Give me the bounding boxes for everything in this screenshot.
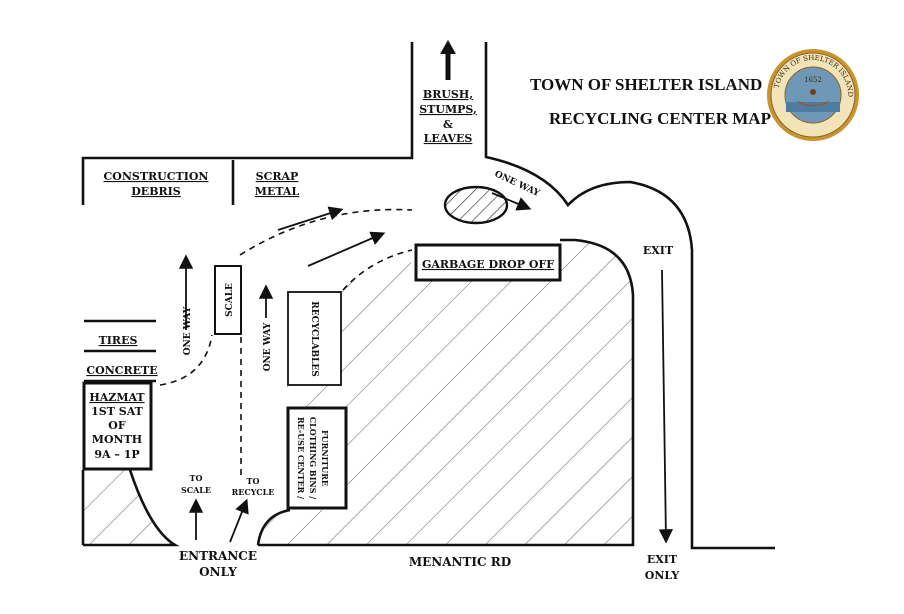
hazmat-label-5: 9A – 1P: [94, 448, 139, 461]
hatched-corner-area: [83, 470, 175, 545]
construction-label-2: DEBRIS: [131, 185, 181, 198]
map-title-line1: TOWN OF SHELTER ISLAND: [530, 75, 762, 94]
brush-label-1: BRUSH,: [423, 88, 473, 101]
hazmat-label-1: HAZMAT: [89, 391, 145, 404]
hazmat-label-4: MONTH: [92, 433, 142, 446]
garbage-drop-off-box: [414, 243, 562, 282]
site-walls: [81, 42, 775, 550]
entrance-label-1: ENTRANCE: [179, 549, 257, 563]
traffic-arrows: [178, 192, 674, 544]
exit-only-label-2: ONLY: [645, 569, 680, 582]
recyclables-label: RECYCLABLES: [309, 301, 319, 377]
hatched-yard-area: [258, 240, 633, 545]
brush-label-4: LEAVES: [424, 132, 473, 145]
scrap-label-2: METAL: [255, 185, 300, 198]
seal-year: 1652: [804, 76, 822, 84]
to-scale-label-1: TO: [190, 473, 203, 483]
concrete-label: CONCRETE: [86, 364, 157, 377]
hazmat-box: [82, 381, 153, 471]
exit-label: EXIT: [643, 244, 674, 257]
brush-label-3: &: [443, 118, 453, 131]
map-title-line2: RECYCLING CENTER MAP: [549, 109, 771, 128]
to-scale-label-2: SCALE: [181, 485, 211, 495]
one-way-label-mid: ONE WAY: [263, 322, 273, 371]
tires-label: TIRES: [99, 334, 138, 347]
to-recycle-label-1: TO: [247, 476, 260, 486]
garbage-drop-off-label: GARBAGE DROP OFF: [422, 258, 554, 271]
dashed-routes: [159, 208, 413, 478]
recyclables-building: [287, 291, 342, 386]
exit-only-label-1: EXIT: [647, 553, 678, 566]
hazmat-label-2: 1ST SAT: [91, 405, 143, 418]
one-way-label-left: ONE WAY: [183, 306, 193, 355]
entrance-label-2: ONLY: [199, 565, 237, 579]
scrap-label-1: SCRAP: [256, 170, 299, 183]
reuse-label-3: FURNITURE: [320, 430, 330, 486]
to-recycle-label-2: RECYCLE: [232, 487, 275, 497]
traffic-island: [443, 185, 509, 225]
town-seal-icon: 1652 TOWN OF SHELTER ISLAND: [767, 49, 859, 141]
scale-label: SCALE: [225, 283, 235, 317]
reuse-label-1: RE-USE CENTER /: [296, 417, 306, 499]
brush-label-2: STUMPS,: [419, 103, 477, 116]
hazmat-label-3: OF: [108, 419, 126, 432]
scale-building: [214, 265, 242, 335]
construction-label-1: CONSTRUCTION: [104, 170, 209, 183]
road-label: MENANTIC RD: [409, 555, 511, 569]
reuse-label-2: CLOTHING BINS /: [308, 417, 318, 500]
reuse-center-building: [286, 406, 348, 510]
north-arrow-icon: [440, 40, 456, 54]
